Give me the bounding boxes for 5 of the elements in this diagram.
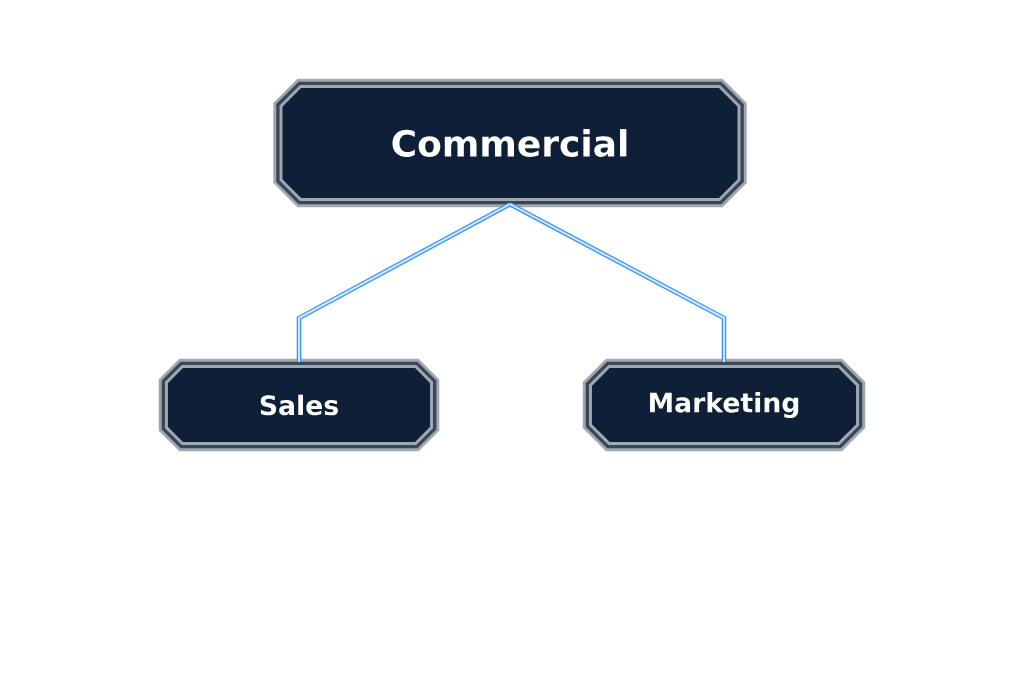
connector-line <box>296 202 512 362</box>
org-box: Commercial <box>273 78 747 208</box>
org-box: Marketing <box>582 358 866 452</box>
org-box: Sales <box>158 358 440 452</box>
connector-line <box>508 202 727 362</box>
